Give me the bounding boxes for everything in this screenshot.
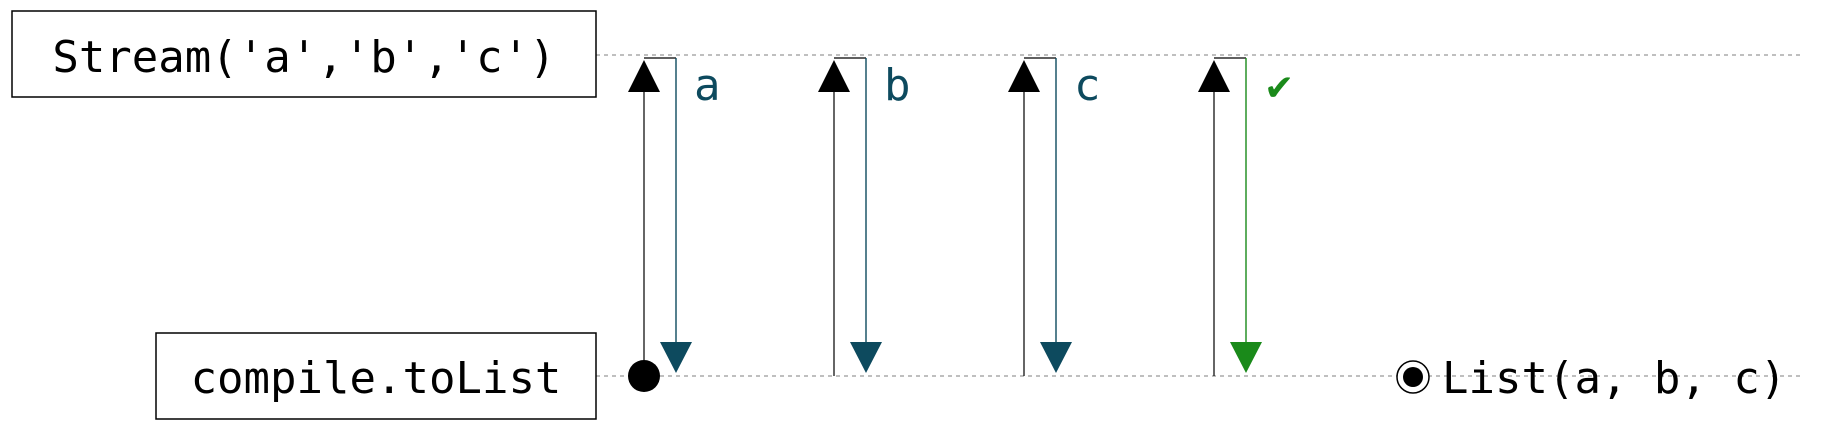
source-label: Stream('a','b','c') xyxy=(52,32,555,83)
pull-2: b xyxy=(818,57,911,376)
emit-arrowhead xyxy=(1040,342,1072,373)
emit-arrowhead xyxy=(660,342,692,373)
request-arrowhead xyxy=(628,60,660,92)
subscription-start-dot xyxy=(628,360,660,392)
result-label: List(a, b, c) xyxy=(1442,353,1786,404)
emitted-label: b xyxy=(884,60,911,111)
sink-box: compile.toList xyxy=(155,332,597,420)
pull-3: c xyxy=(1008,57,1101,376)
pull-1: a xyxy=(628,57,721,376)
result-inner-dot xyxy=(1403,367,1423,387)
pull-4: ✔ xyxy=(1198,57,1294,376)
emitted-label: a xyxy=(694,60,721,111)
emitted-label: ✔ xyxy=(1264,68,1294,109)
request-arrowhead xyxy=(1198,60,1230,92)
source-box: Stream('a','b','c') xyxy=(11,10,597,98)
pull-sequence: a b c ✔ xyxy=(628,57,1294,376)
emit-arrowhead xyxy=(850,342,882,373)
result-marker xyxy=(1396,360,1430,394)
emit-arrowhead xyxy=(1230,342,1262,373)
emitted-label: c xyxy=(1074,60,1101,111)
request-arrowhead xyxy=(818,60,850,92)
sink-label: compile.toList xyxy=(191,353,562,404)
request-arrowhead xyxy=(1008,60,1040,92)
